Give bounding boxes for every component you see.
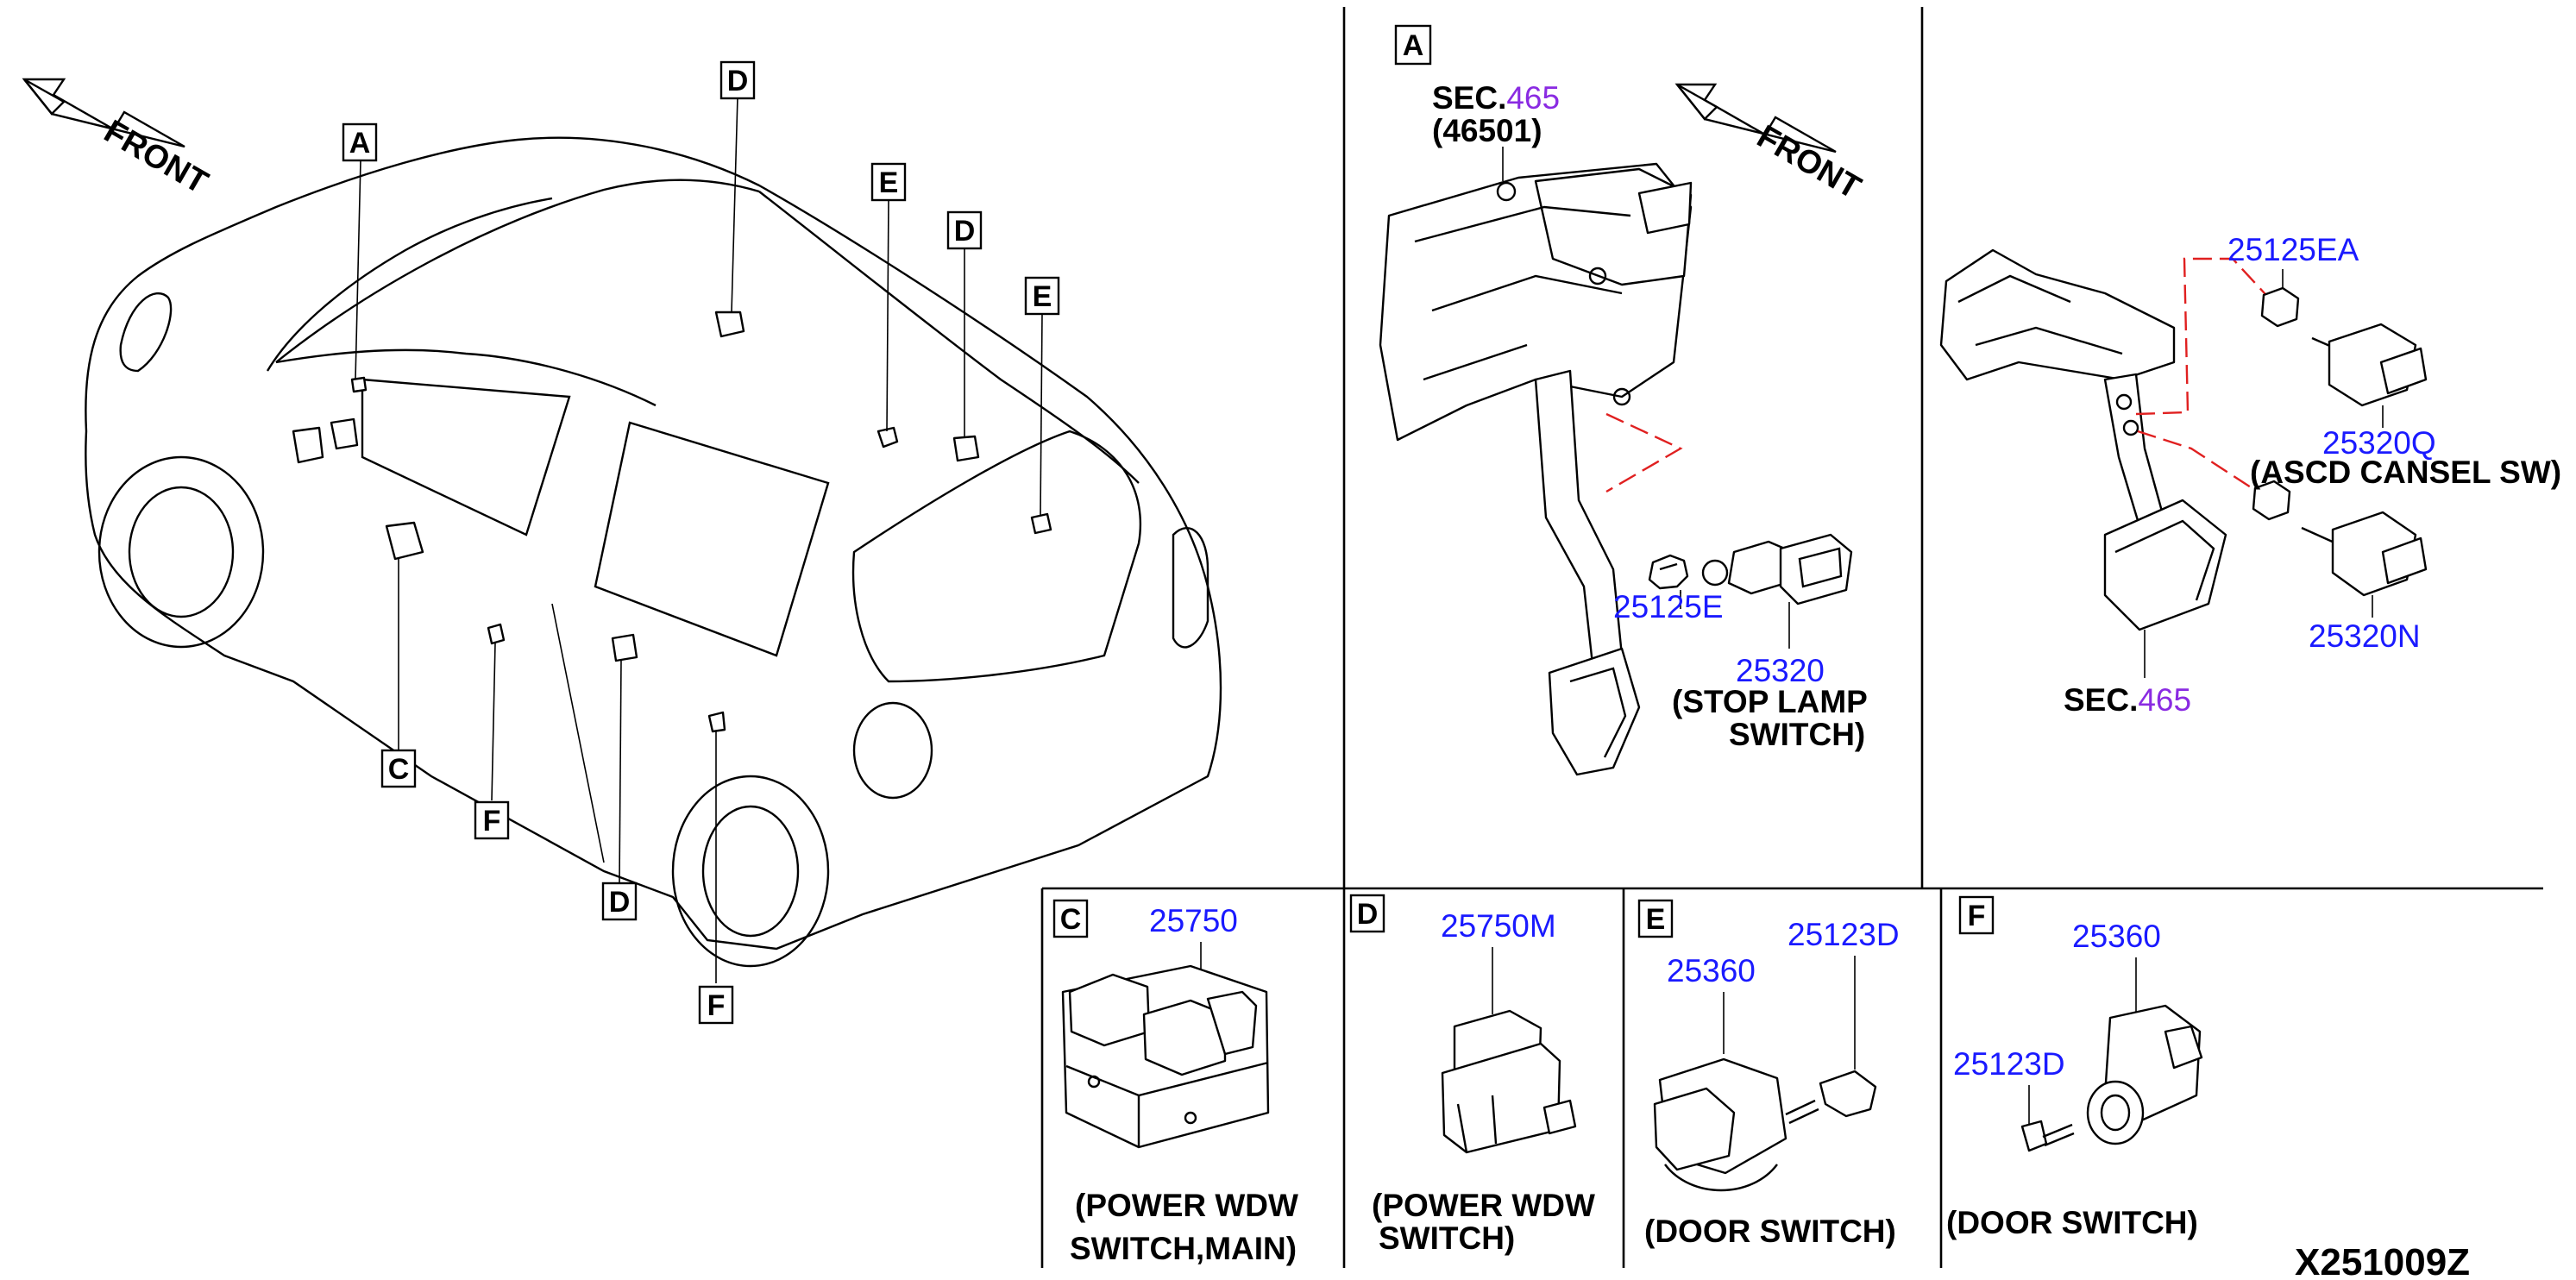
desc-c-2: SWITCH,MAIN) <box>1070 1231 1297 1266</box>
pn-25320q: 25320Q <box>2322 425 2436 461</box>
svg-text:E: E <box>1033 280 1052 313</box>
front-arrow-icon <box>22 78 185 148</box>
pn-25125ea: 25125EA <box>2227 232 2359 267</box>
ascd-sec-ref: SEC.465 <box>2064 682 2191 718</box>
pn-25123d-e: 25123D <box>1787 917 1900 952</box>
pn-25360-e: 25360 <box>1667 953 1756 988</box>
panel-a-sec-sub: (46501) <box>1432 113 1542 148</box>
vehicle-leaders <box>355 96 1043 983</box>
front-label: FRONT <box>98 113 214 201</box>
svg-text:D: D <box>1357 898 1379 931</box>
callout-box-d-rear: D <box>946 210 983 250</box>
desc-c-1: (POWER WDW <box>1075 1188 1298 1223</box>
svg-text:E: E <box>1646 903 1666 936</box>
bolt-25123d-e <box>1785 1070 1877 1125</box>
callout-box-e-roof: E <box>870 162 907 202</box>
grommet-25125e <box>1648 554 1689 590</box>
panel-f-label-box: F <box>1958 895 1995 935</box>
pn-25123d-f: 25123D <box>1953 1046 2065 1082</box>
car-body <box>85 136 1222 968</box>
panel-a-sec-ref: SEC.465 <box>1432 80 1560 116</box>
desc-stop-lamp-2: SWITCH) <box>1729 717 1865 752</box>
pn-25320n: 25320N <box>2309 618 2421 654</box>
svg-text:F: F <box>1968 900 1986 932</box>
panel-e: E 25360 25123D (DOOR SWITCH) <box>1637 899 1900 1249</box>
callout-box-c-vehicle: C <box>380 749 417 788</box>
vehicle-part-markers <box>292 311 1052 733</box>
power-window-main-switch <box>1061 964 1270 1149</box>
panel-frames <box>1040 7 2543 1268</box>
callout-box-f-rear: F <box>698 985 734 1025</box>
svg-text:A: A <box>1403 29 1424 62</box>
pn-25125e: 25125E <box>1613 589 1724 624</box>
door-switch-f <box>2086 1004 2203 1145</box>
panel-ascd: 25125EA 25320Q (ASCD CANSEL SW) 25320N S… <box>1939 232 2561 718</box>
front-label: FRONT <box>1751 118 1867 206</box>
svg-text:D: D <box>727 65 749 97</box>
stop-lamp-switch-25320 <box>1727 533 1853 605</box>
diagram-reference: X251009Z <box>2295 1241 2470 1280</box>
brake-pedal-assembly <box>1379 162 1693 776</box>
panel-d: D 25750M (POWER WDW SWITCH) <box>1349 894 1595 1256</box>
bolt-25123d-f <box>2020 1120 2075 1152</box>
nut-25125ea <box>2260 286 2300 328</box>
ascd-switch-25320n <box>2301 511 2428 597</box>
desc-d-2: SWITCH) <box>1379 1220 1515 1256</box>
callout-box-a-vehicle: A <box>342 122 378 162</box>
panel-e-label-box: E <box>1637 899 1674 938</box>
ascd-dashed-leader-lower <box>2137 430 2271 502</box>
panel-a-dashed-leader <box>1605 412 1683 493</box>
panel-c: C 25750 (POWER WDW SWITCH,MAIN) <box>1052 899 1298 1266</box>
callout-box-d-roof: D <box>719 60 756 100</box>
panel-a-stop-lamp: A SEC.465 (46501) FRONT <box>1379 24 1868 776</box>
desc-f: (DOOR SWITCH) <box>1946 1205 2198 1240</box>
vehicle-overview: FRONT <box>22 60 1222 1025</box>
svg-text:C: C <box>1060 903 1082 936</box>
svg-text:A: A <box>349 127 371 160</box>
desc-stop-lamp-1: (STOP LAMP <box>1672 684 1868 719</box>
accel-pedal-assembly <box>1939 248 2227 631</box>
svg-text:F: F <box>707 989 726 1022</box>
pn-25360-f: 25360 <box>2072 919 2161 954</box>
panel-a-label-box: A <box>1394 24 1432 66</box>
desc-e: (DOOR SWITCH) <box>1644 1214 1896 1249</box>
callout-box-e-rear: E <box>1024 276 1060 316</box>
grommet-ring <box>1701 559 1729 587</box>
svg-text:E: E <box>879 166 899 199</box>
svg-text:D: D <box>609 886 631 919</box>
callout-box-f-front: F <box>474 800 510 840</box>
ascd-cancel-switch-25320q <box>2311 323 2428 407</box>
door-switch-e <box>1653 1057 1787 1192</box>
nut-lower <box>2252 480 2291 521</box>
pn-25750m: 25750M <box>1441 908 1556 944</box>
svg-text:D: D <box>954 215 976 248</box>
desc-ascd-cansel: (ASCD CANSEL SW) <box>2250 455 2561 490</box>
power-window-switch <box>1441 1009 1577 1154</box>
pn-25750: 25750 <box>1149 903 1238 938</box>
pn-25320: 25320 <box>1736 653 1825 688</box>
svg-text:F: F <box>483 805 501 838</box>
callout-box-d-side: D <box>601 882 638 921</box>
ascd-dashed-leader-upper <box>2135 257 2275 416</box>
desc-d-1: (POWER WDW <box>1372 1188 1595 1223</box>
panel-c-label-box: C <box>1052 899 1089 938</box>
svg-text:C: C <box>388 753 410 786</box>
panel-f: F 25360 25123D (DOOR SWITCH) <box>1946 895 2203 1240</box>
front-arrow-icon <box>1674 83 1837 154</box>
panel-d-label-box: D <box>1349 894 1385 933</box>
